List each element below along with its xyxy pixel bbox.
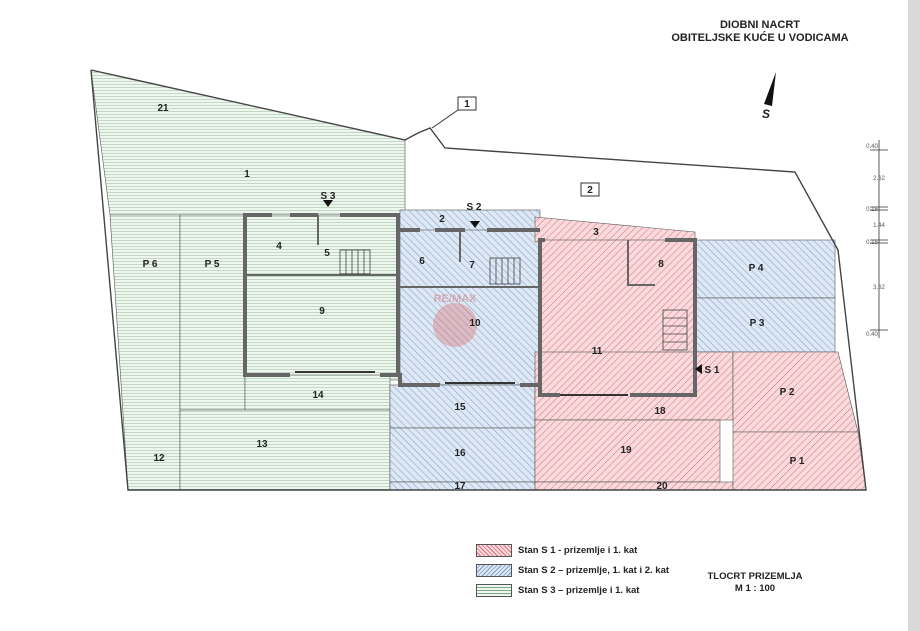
legend-swatch-s1 xyxy=(476,543,512,557)
area-19 xyxy=(534,419,721,483)
plan-title: TLOCRT PRIZEMLJA xyxy=(707,571,803,582)
room-6: 6 xyxy=(419,256,425,267)
parking-p5: P 5 xyxy=(205,259,220,270)
building-s3 xyxy=(244,214,401,381)
watermark-text: RE/MAX xyxy=(434,293,477,305)
drawing-title: DIOBNI NACRT OBITELJSKE KUĆE U VODICAMA xyxy=(660,19,860,45)
room-5: 5 xyxy=(324,248,330,259)
legend-label-s3: Stan S 3 – prizemlje i 1. kat xyxy=(518,584,640,596)
dim-6: 0.40 xyxy=(866,332,878,338)
legend-label-s1: Stan S 1 - prizemlje i 1. kat xyxy=(518,544,638,556)
title-line-1: DIOBNI NACRT xyxy=(719,19,801,31)
zone-s1 xyxy=(534,216,867,491)
north-arrow-icon xyxy=(764,72,776,106)
room-18: 18 xyxy=(654,406,666,417)
parking-p4: P 4 xyxy=(749,263,764,274)
room-7: 7 xyxy=(469,260,475,271)
room-17: 17 xyxy=(454,481,466,492)
legend-swatch-s2 xyxy=(476,563,512,577)
room-15: 15 xyxy=(454,402,466,413)
dim-0: 0.40 xyxy=(866,144,878,150)
walls xyxy=(243,213,697,397)
dimension-line xyxy=(870,140,888,338)
room-20: 20 xyxy=(656,481,668,492)
dim-2: 0.15 xyxy=(866,207,878,213)
legend-item-s2: Stan S 2 – prizemlje, 1. kat i 2. kat xyxy=(476,560,669,580)
legend: Stan S 1 - prizemlje i 1. kat Stan S 2 –… xyxy=(476,540,669,600)
zone-s2 xyxy=(389,209,836,491)
area-15 xyxy=(389,384,536,429)
room-4: 4 xyxy=(276,241,282,252)
area-18 xyxy=(534,351,734,421)
area-p5 xyxy=(179,214,246,411)
room-labels: 21 1 2 2 3 4 5 6 7 8 9 10 11 12 13 14 15… xyxy=(143,103,805,492)
entrance-s3-icon xyxy=(323,200,333,207)
area-p3 xyxy=(694,297,836,353)
building-s2 xyxy=(399,229,541,386)
plan-scale: M 1 : 100 xyxy=(734,583,776,594)
room-8: 8 xyxy=(658,259,664,270)
callout-box xyxy=(457,96,477,111)
room-14: 14 xyxy=(312,390,324,401)
entrance-s3-label: S 3 xyxy=(320,191,335,202)
legend-item-s1: Stan S 1 - prizemlje i 1. kat xyxy=(476,540,669,560)
north-arrow-label: S xyxy=(762,107,770,121)
parking-p6: P 6 xyxy=(143,259,158,270)
area-21 xyxy=(90,69,406,216)
dim-5: 3.62 xyxy=(873,285,885,291)
room-1: 1 xyxy=(244,169,250,180)
room-10: 10 xyxy=(469,318,481,329)
area-p4 xyxy=(694,239,836,299)
area-p6 xyxy=(109,214,181,491)
area-20 xyxy=(534,481,734,491)
parking-p3: P 3 xyxy=(750,318,765,329)
room-2-terrace: 2 xyxy=(439,214,445,225)
legend-label-s2: Stan S 2 – prizemlje, 1. kat i 2. kat xyxy=(518,564,670,576)
legend-swatch-s3 xyxy=(476,583,512,597)
dim-4: 0.15 xyxy=(866,240,878,246)
dim-3: 1.44 xyxy=(873,223,885,229)
parking-p2: P 2 xyxy=(780,387,795,398)
callout-label: 1 xyxy=(464,99,470,110)
area-p2 xyxy=(732,351,859,433)
room-16: 16 xyxy=(454,448,466,459)
entrance-s1-label: S 1 xyxy=(704,365,719,376)
stairs xyxy=(339,249,688,351)
area-14 xyxy=(244,374,391,411)
area-13 xyxy=(179,409,391,491)
watermark-logo: RE/MAX xyxy=(433,293,477,347)
room-21: 21 xyxy=(157,103,169,114)
room-12: 12 xyxy=(153,453,165,464)
room-13: 13 xyxy=(256,439,268,450)
room-9: 9 xyxy=(319,306,325,317)
legend-item-s3: Stan S 3 – prizemlje i 1. kat xyxy=(476,580,669,600)
zone-s3 xyxy=(90,69,406,491)
entrance-s2-label: S 2 xyxy=(466,202,481,213)
room-2: 2 xyxy=(587,185,593,196)
room-11: 11 xyxy=(592,346,603,357)
entrance-s2-icon xyxy=(470,221,480,228)
site-boundary xyxy=(90,69,867,491)
callout-leader xyxy=(431,109,459,129)
room-2-box xyxy=(580,182,600,197)
plan-caption: TLOCRT PRIZEMLJA M 1 : 100 xyxy=(700,571,810,595)
room-3: 3 xyxy=(593,227,599,238)
entrance-s1-icon xyxy=(695,364,702,374)
room-19: 19 xyxy=(620,445,632,456)
parking-p1: P 1 xyxy=(790,456,805,467)
page-edge xyxy=(908,0,920,631)
windows xyxy=(295,371,628,396)
title-line-2: OBITELJSKE KUĆE U VODICAMA xyxy=(671,32,849,44)
dim-1: 2.62 xyxy=(873,176,885,182)
